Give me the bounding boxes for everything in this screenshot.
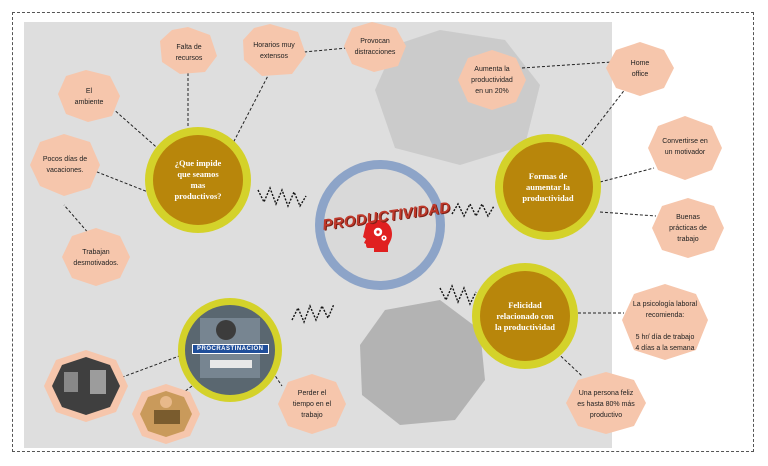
hub-formas-label: Formas de aumentar la productividad — [522, 170, 574, 203]
connector-provocan — [303, 47, 348, 53]
connector-photo-large — [119, 351, 191, 379]
node-psicologia: La psicología laboral recomienda: 5 hr/ … — [632, 300, 698, 352]
node-horarios-shape — [243, 24, 306, 76]
node-perder-shape — [278, 374, 346, 434]
photo-small-desk — [154, 410, 180, 424]
zigzag-connectors — [257, 186, 495, 324]
connector-convertirse — [599, 167, 655, 183]
hub-formas-fill — [503, 142, 593, 232]
hub-felicidad-fill — [480, 271, 570, 361]
hub-impide-fill — [153, 135, 243, 225]
node-trabajan-shape — [62, 228, 130, 286]
photo-papers — [210, 360, 252, 368]
photo-large-figure-a — [64, 372, 78, 392]
node-provocan-shape — [344, 22, 406, 72]
node-home: Home office — [630, 60, 650, 78]
hub-felicidad-label: Felicidad relacionado con la productivid… — [494, 299, 556, 332]
node-convertirse-shape — [648, 116, 722, 180]
photo-person-head — [216, 320, 236, 340]
photo-large-figure-b — [90, 370, 106, 394]
node-convertirse: Convertirse en un motivador — [662, 138, 708, 156]
connector-home — [581, 87, 627, 146]
node-aumenta: Aumenta la productividad en un 20% — [471, 65, 513, 95]
zigzag-left-top — [257, 186, 307, 208]
node-ambiente-shape — [58, 70, 120, 122]
node-perder: Perder el tiempo en el trabajo — [292, 389, 332, 419]
background-octagon-bottom — [360, 300, 485, 425]
node-pocos-shape — [30, 134, 100, 196]
node-falta-shape — [160, 27, 217, 74]
connector-trabajan — [63, 204, 98, 244]
connector-perder — [269, 367, 283, 387]
node-psicologia-shape — [622, 284, 708, 360]
connector-horarios — [231, 67, 273, 146]
connector-buenas — [599, 211, 657, 217]
node-home-shape — [606, 42, 674, 96]
node-buenas: Buenas prácticas de trabajo — [669, 213, 707, 243]
photo-large-image — [52, 357, 120, 415]
node-trabajan: Trabajan desmotivados. — [73, 249, 119, 267]
node-horarios: Horarios muy extensos — [253, 42, 295, 60]
node-persona-shape — [566, 372, 646, 434]
node-persona: Una persona feliz es hasta 80% más produ… — [577, 389, 635, 419]
node-pocos: Pocos días de vacaciones. — [42, 156, 88, 174]
connector-home-top — [521, 61, 613, 69]
node-aumenta-shape — [458, 50, 526, 110]
zigzag-left-bottom — [291, 303, 335, 324]
node-provocan: Provocan distracciones — [354, 38, 396, 56]
procrastination-banner: PROCRASTINACION — [192, 344, 269, 354]
zigzag-right-top — [451, 202, 495, 218]
connector-pocos — [91, 169, 149, 193]
brain-gear-head-icon — [363, 219, 392, 252]
node-falta: Falta de recursos — [175, 44, 203, 62]
zigzag-right-bottom — [439, 284, 477, 306]
hub-impide-label: ¿Que impide que seamos mas productivos? — [174, 158, 222, 201]
outer-dashed-frame — [12, 12, 754, 452]
photo-small-head — [160, 396, 172, 408]
connector-ambiente — [111, 107, 163, 153]
node-ambiente: El ambiente — [74, 88, 104, 106]
node-buenas-shape — [652, 198, 724, 258]
